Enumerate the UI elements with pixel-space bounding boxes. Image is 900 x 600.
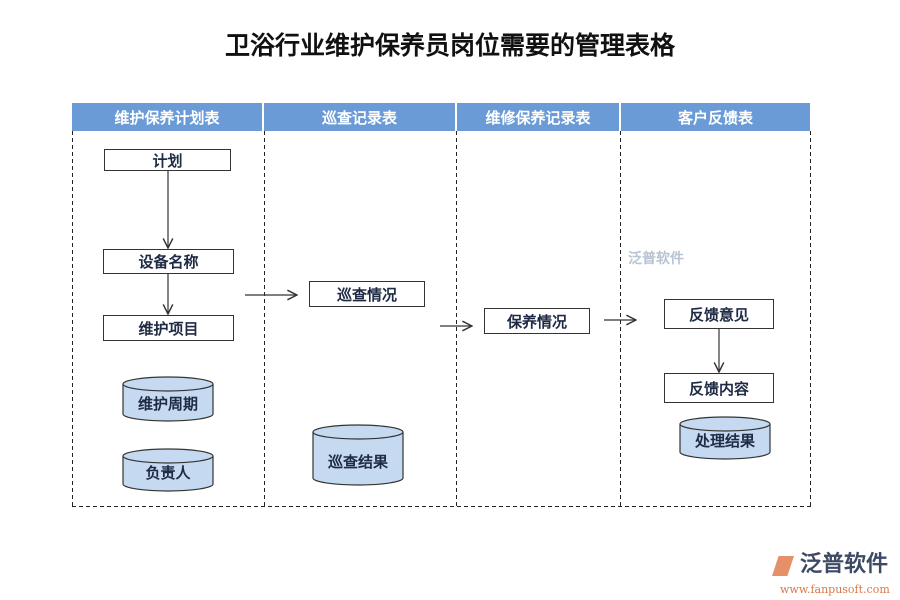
column-header-feedback: 客户反馈表	[621, 103, 810, 131]
page-title: 卫浴行业维护保养员岗位需要的管理表格	[224, 31, 675, 60]
column-header-maint: 维修保养记录表	[457, 103, 619, 131]
box-inspect: 巡查情况	[309, 281, 425, 307]
cylinder-inspect-result: 巡查结果	[327, 452, 388, 471]
cylinder-handle-result: 处理结果	[694, 431, 755, 450]
column-header-plan: 维护保养计划表	[72, 103, 262, 131]
box-plan: 计划	[104, 149, 231, 171]
column-header-inspect: 巡查记录表	[264, 103, 455, 131]
cylinder-cycle: 维护周期	[137, 394, 198, 413]
logo-name: 泛普软件	[800, 552, 889, 577]
box-feedback-opinion: 反馈意见	[664, 299, 774, 329]
logo-icon	[772, 556, 794, 576]
cylinder-owner: 负责人	[145, 463, 191, 482]
box-item: 维护项目	[103, 315, 234, 341]
logo-url: www.fanpusoft.com	[780, 583, 890, 596]
box-maint: 保养情况	[484, 308, 590, 334]
box-device: 设备名称	[103, 249, 234, 274]
box-feedback-content: 反馈内容	[664, 373, 774, 403]
watermark: 泛普软件	[628, 251, 684, 267]
